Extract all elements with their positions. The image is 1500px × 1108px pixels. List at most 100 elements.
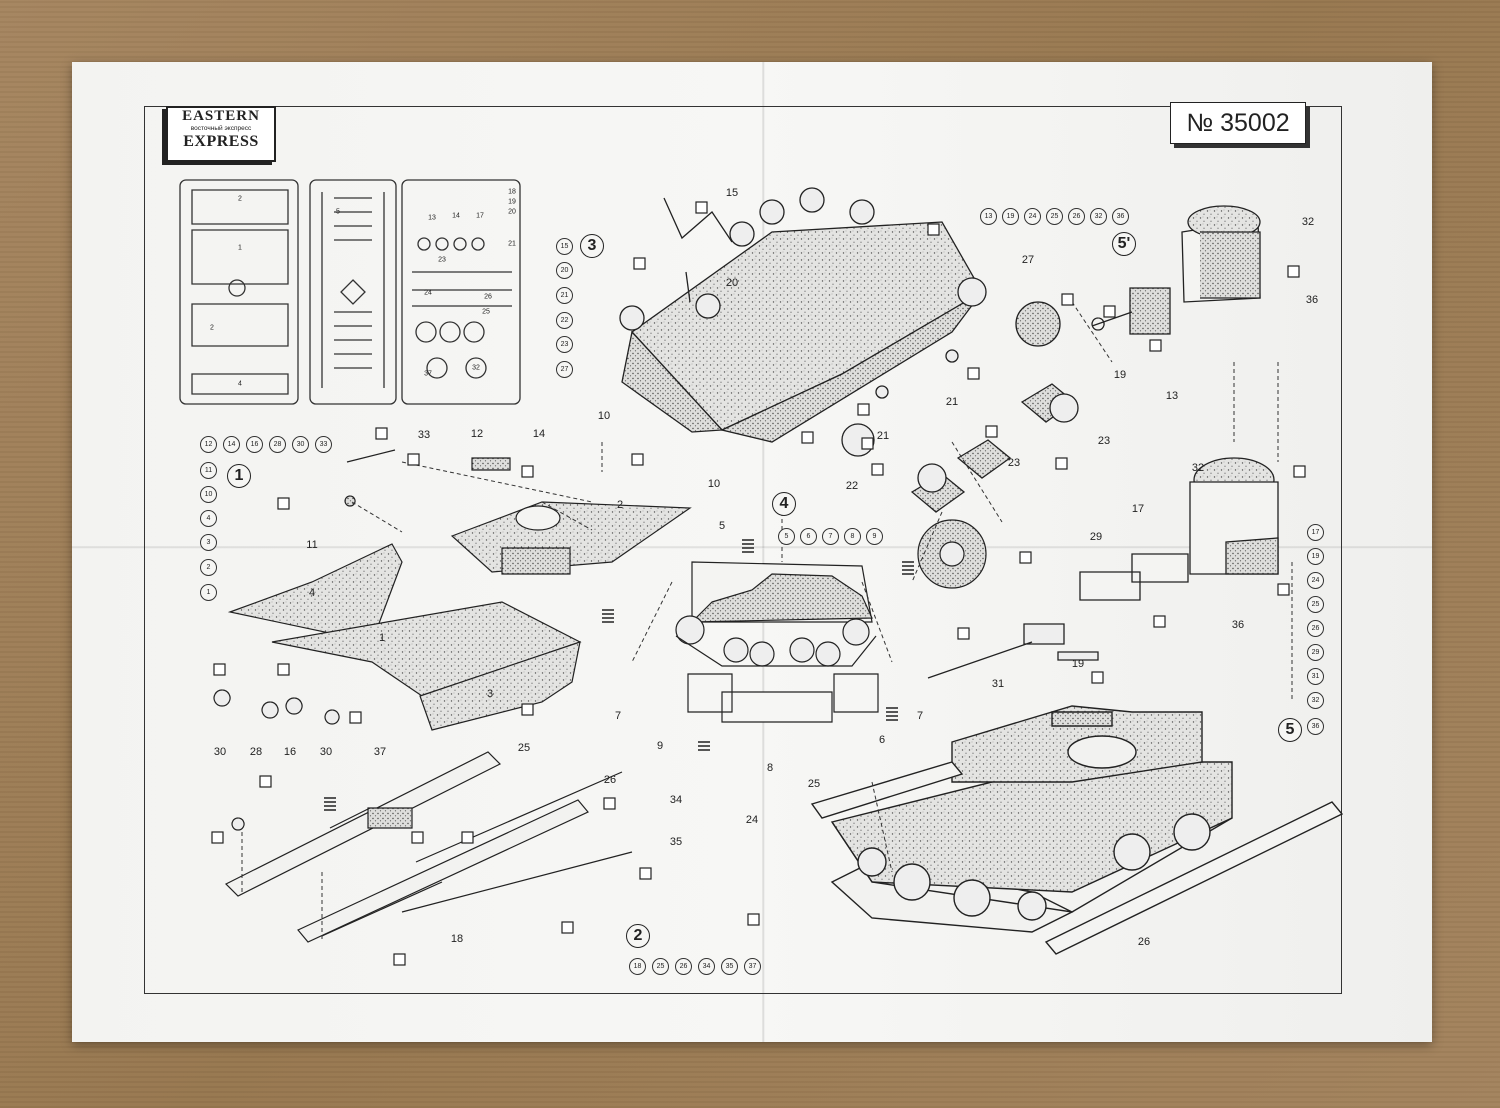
step-2-part: 25	[652, 958, 669, 975]
part-label: 2	[616, 499, 624, 511]
step-1-part: 33	[315, 436, 332, 453]
logo-line-eastern: EASTERN	[182, 108, 260, 124]
step-3-part: 15	[556, 238, 573, 255]
part-label: 19	[1113, 369, 1127, 381]
step-5-prime-part: 24	[1024, 208, 1041, 225]
step-3-part: 23	[556, 336, 573, 353]
stacked-thin-parts	[324, 539, 914, 811]
step-5-part: 19	[1307, 548, 1324, 565]
part-label: 10	[707, 478, 721, 490]
sprue-frame-a	[179, 179, 299, 405]
part-label: 30	[213, 746, 227, 758]
kit-number-box: № 35002	[1170, 102, 1306, 144]
part-label: 25	[517, 742, 531, 754]
part-label: 37	[373, 746, 387, 758]
assembly-diagram-art	[179, 179, 1344, 966]
step-3-part: 22	[556, 312, 573, 329]
part-label: 29	[1089, 531, 1103, 543]
step-5-prime-part: 32	[1090, 208, 1107, 225]
sprue-label: 2	[238, 195, 242, 203]
part-label: 28	[249, 746, 263, 758]
step-1-part: 16	[246, 436, 263, 453]
part-label: 30	[319, 746, 333, 758]
sprue-label: 24	[424, 289, 432, 297]
step-1-part: 12	[200, 436, 217, 453]
step-2-part: 35	[721, 958, 738, 975]
part-label: 21	[945, 396, 959, 408]
step-5-part: 36	[1307, 718, 1324, 735]
sprue-label: 13	[428, 214, 436, 222]
step-2-part: 26	[675, 958, 692, 975]
step-5-part: 25	[1307, 596, 1324, 613]
logo-line-express: EXPRESS	[183, 133, 259, 150]
step-5-prime-part: 13	[980, 208, 997, 225]
vertical-fold-crease	[762, 62, 765, 1042]
fender-assembly	[224, 751, 633, 943]
part-label: 1	[378, 632, 386, 644]
step-1-part: 10	[200, 486, 217, 503]
part-label: 8	[766, 762, 774, 774]
part-label: 17	[1131, 503, 1145, 515]
step-5-prime-part: 36	[1112, 208, 1129, 225]
sprue-label: 26	[484, 293, 492, 301]
step-3-marker: 3	[580, 234, 604, 258]
part-label: 19	[1071, 658, 1085, 670]
part-label: 31	[991, 678, 1005, 690]
sprue-label: 4	[238, 380, 242, 388]
part-label: 7	[614, 710, 622, 722]
sprue-label: 5	[336, 208, 340, 216]
sprue-label: 37	[424, 370, 432, 378]
step-4-part: 5	[778, 528, 795, 545]
sprue-label: 25	[482, 308, 490, 316]
sprue-label: 1	[238, 244, 242, 252]
running-gear-assembly	[675, 519, 987, 723]
attachment-squares	[211, 201, 1306, 966]
step-5-prime-part: 19	[1002, 208, 1019, 225]
step-1-marker: 1	[227, 464, 251, 488]
part-label: 32	[1191, 462, 1205, 474]
part-label: 5	[718, 520, 726, 532]
step-3-part: 21	[556, 287, 573, 304]
step-4-marker: 4	[772, 492, 796, 516]
part-label: 16	[283, 746, 297, 758]
sheet-border-frame	[144, 106, 1342, 994]
part-label: 13	[1165, 390, 1179, 402]
part-label: 25	[807, 778, 821, 790]
step-1-part: 2	[200, 559, 217, 576]
sprue-label: 21	[508, 240, 516, 248]
eastern-express-logo: EASTERN восточный экспресс EXPRESS	[166, 106, 276, 162]
step-5-part: 17	[1307, 524, 1324, 541]
sprue-label: 32	[472, 364, 480, 372]
part-label: 35	[669, 836, 683, 848]
step-1-part: 28	[269, 436, 286, 453]
part-label: 18	[450, 933, 464, 945]
step-5-part: 24	[1307, 572, 1324, 589]
step-4-part: 9	[866, 528, 883, 545]
sprue-frame-c	[401, 179, 521, 405]
step-4-part: 8	[844, 528, 861, 545]
step-5-prime-marker: 5'	[1112, 232, 1136, 256]
step-5-part: 29	[1307, 644, 1324, 661]
logo-line-russian: восточный экспресс	[190, 125, 252, 132]
step-2-part: 37	[744, 958, 761, 975]
sprue-label: 17	[476, 212, 484, 220]
part-label: 6	[878, 734, 886, 746]
part-label: 36	[1231, 619, 1245, 631]
step-2-part: 34	[698, 958, 715, 975]
step-5-part: 31	[1307, 668, 1324, 685]
step-1-part: 1	[200, 584, 217, 601]
part-label: 36	[1305, 294, 1319, 306]
step-5-part: 26	[1307, 620, 1324, 637]
part-label: 23	[1097, 435, 1111, 447]
step-1-part: 14	[223, 436, 240, 453]
assembled-tank	[810, 705, 1344, 955]
part-label: 22	[845, 480, 859, 492]
step-1-part: 4	[200, 510, 217, 527]
turret-assembly-main	[927, 457, 1279, 679]
step-3-part: 20	[556, 262, 573, 279]
step-1-part: 3	[200, 534, 217, 551]
part-label: 21	[876, 430, 890, 442]
part-label: 3	[486, 688, 494, 700]
step-1-part: 11	[200, 462, 217, 479]
part-label: 10	[597, 410, 611, 422]
